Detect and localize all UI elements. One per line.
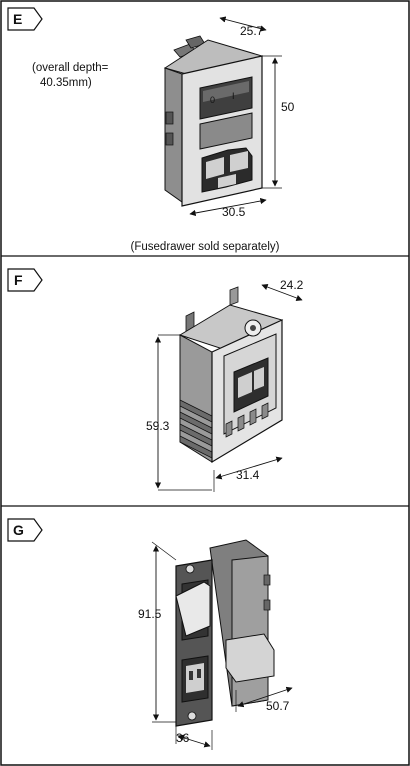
depth-note-line: (overall depth= bbox=[32, 62, 109, 74]
dimension-line bbox=[177, 734, 211, 748]
dimension-line bbox=[237, 686, 293, 708]
switch-on-mark: I bbox=[232, 91, 235, 101]
power-entry-module-e: 0 I bbox=[163, 35, 264, 207]
dimension-label-height: 50 bbox=[281, 100, 295, 114]
panel-f: F bbox=[7, 268, 304, 492]
dimension-label-height: 59.3 bbox=[146, 419, 170, 433]
panel-letter: F bbox=[14, 272, 23, 288]
dimension-label-width: 25.7 bbox=[240, 24, 264, 38]
dimension-line bbox=[261, 284, 303, 301]
dimension-line bbox=[219, 16, 267, 32]
panel-footnote: (Fusedrawer sold separately) bbox=[131, 241, 280, 253]
dimension-label-depth: 50.7 bbox=[266, 699, 290, 713]
panel-letter: E bbox=[13, 11, 22, 27]
panel-badge: G bbox=[7, 518, 43, 542]
panel-badge: F bbox=[7, 268, 43, 292]
dimension-line bbox=[215, 456, 283, 480]
dimension-label-width: 36 bbox=[176, 731, 190, 745]
panel-g: G 91.5 bbox=[7, 518, 293, 750]
depth-note-line: 40.35mm) bbox=[40, 77, 92, 89]
panel-badge: E bbox=[7, 7, 43, 31]
switched-inlet-module-g bbox=[175, 539, 275, 727]
switch-off-mark: 0 bbox=[210, 95, 215, 105]
panel-letter: G bbox=[13, 522, 24, 538]
dimension-label-depth: 31.4 bbox=[236, 468, 260, 482]
dimension-label-depth: 30.5 bbox=[222, 205, 246, 219]
dimension-label-width: 24.2 bbox=[280, 278, 304, 292]
panel-e: E (overall depth= 40.35mm) 0 I bbox=[7, 7, 295, 253]
dimension-line bbox=[189, 197, 267, 217]
filtered-inlet-module-f bbox=[178, 286, 284, 464]
dimension-label-height: 91.5 bbox=[138, 607, 162, 621]
